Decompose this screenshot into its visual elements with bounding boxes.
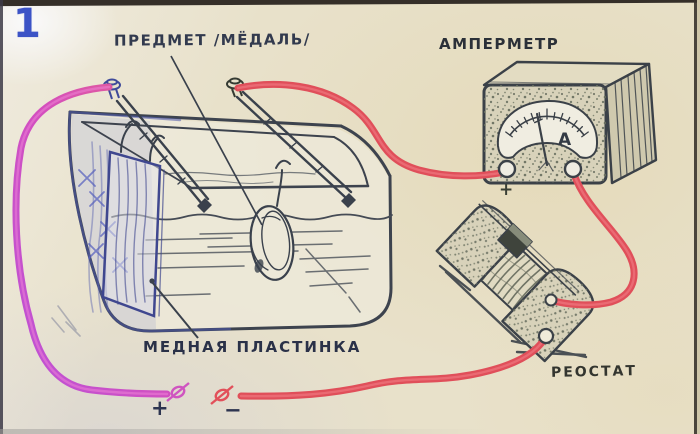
rheostat-terminal-upper [544,293,558,307]
label-ammeter: АМПЕРМЕТР [439,35,560,53]
plate-hook-front [120,120,140,153]
plate-hook-back [149,134,165,162]
plug-positive [166,382,190,402]
ammeter-terminal-positive [497,159,517,179]
figure-number: 1 [13,1,41,47]
pointer-object-line [170,55,263,226]
medal-hanger-wire [275,159,291,207]
ammeter-side-fins [614,65,653,179]
ammeter-device: А [482,60,658,185]
label-copper-plate: МЕДНАЯ ПЛАСТИНКА [143,338,362,356]
page-edge-left [0,0,3,434]
plug-negative [210,385,234,405]
copper-plate [101,120,165,318]
electrode-bar-left [115,94,212,213]
rheostat-device [435,200,595,363]
ammeter-terminal-negative [563,159,583,179]
rheostat-slide-rod [478,203,577,296]
page-edge-top [0,0,700,7]
water-hatching [137,230,371,313]
wires [12,81,638,400]
label-rheostat: РЕОСТАТ [550,363,638,381]
pointer-plate-line [149,278,199,339]
ammeter-dial-letter: А [558,130,572,150]
electrode-bar-right [235,90,356,208]
page-edge-bottom [0,429,700,434]
ammeter-plus-sign: + [499,180,514,200]
label-object-medal: ПРЕДМЕТ /МЁДАЛЬ/ [113,30,311,50]
page-edge-right-highlight [697,0,700,434]
ammeter-dial-window [496,99,599,159]
ammeter-needle [533,112,549,167]
electrolysis-tank [51,110,393,337]
tank-shadow [51,305,81,337]
ammeter-scale-ticks [505,108,589,138]
rheostat-terminal-lower [537,327,555,345]
page-edge-right [694,0,697,434]
source-minus-sign: − [224,398,242,422]
source-plus-sign: + [151,396,169,420]
